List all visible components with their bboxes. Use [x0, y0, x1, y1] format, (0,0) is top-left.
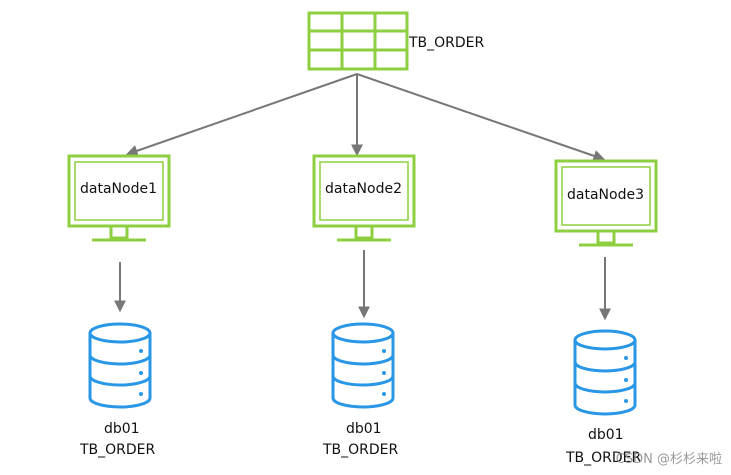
arrow-to-node1 [125, 73, 358, 157]
table-grid-icon [307, 11, 409, 71]
db-name: db01 [588, 427, 624, 443]
distribution-arrows [125, 73, 606, 162]
database-icon [573, 329, 637, 416]
database-icon [88, 322, 152, 409]
node-label: dataNode2 [325, 181, 402, 197]
watermark: CSDN @杉杉来啦 [616, 452, 722, 467]
db-table: TB_ORDER [79, 442, 156, 458]
table-label: TB_ORDER [408, 35, 485, 51]
node-label: dataNode1 [80, 181, 157, 197]
data-node-2: dataNode2 db01 TB_ORDER [312, 154, 416, 458]
db-table: TB_ORDER [565, 450, 642, 466]
arrow-to-node3 [356, 73, 606, 162]
db-name: db01 [346, 421, 382, 437]
monitor-icon [67, 154, 171, 242]
monitor-icon [312, 154, 416, 242]
node-label: dataNode3 [567, 187, 644, 203]
db-table: TB_ORDER [322, 442, 399, 458]
db-name: db01 [104, 421, 140, 437]
data-node-1: dataNode1 db01 TB_ORDER [67, 154, 171, 458]
database-icon [331, 322, 395, 409]
data-node-3: dataNode3 db01 TB_ORDER [554, 159, 658, 466]
monitor-icon [554, 159, 658, 247]
